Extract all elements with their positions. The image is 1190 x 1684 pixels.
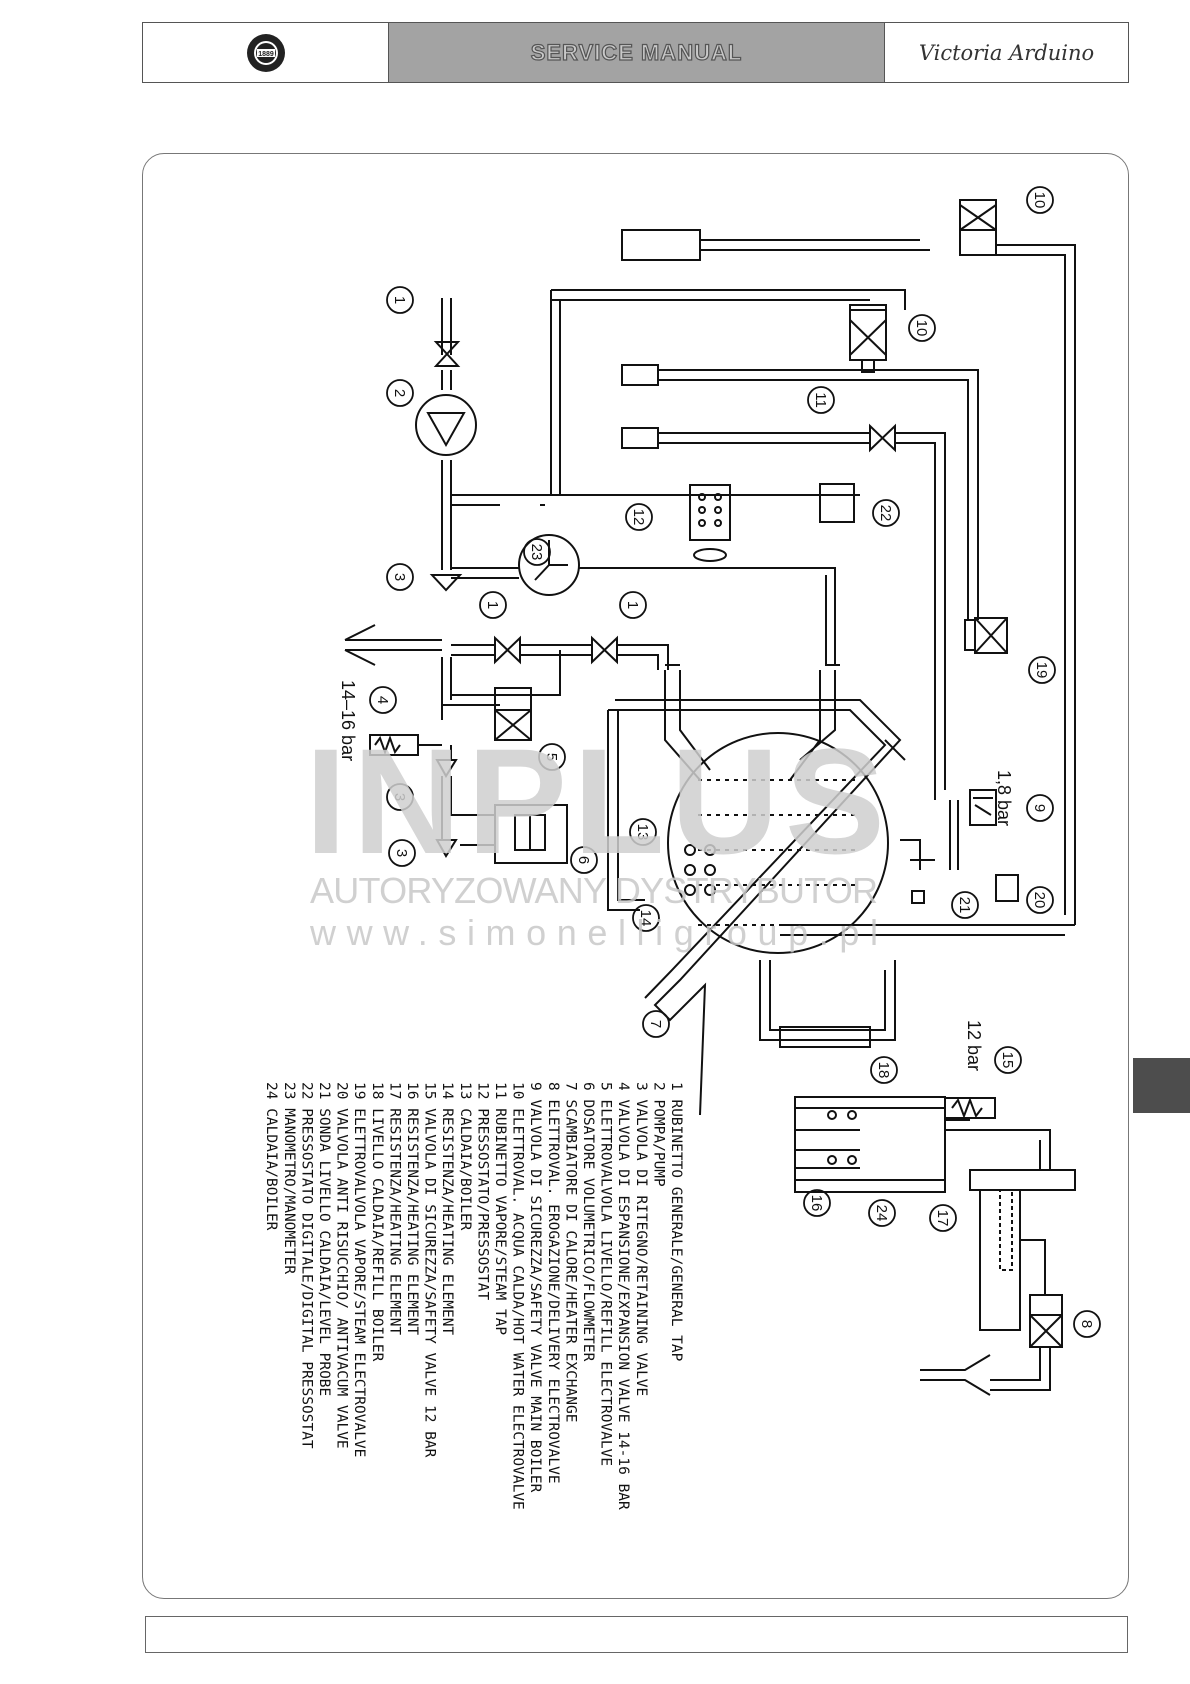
legend-item: 9 VALVOLA DI SICUREZZA/SAFETY VALVE MAIN… [527,1082,543,1493]
level-probe [911,890,925,904]
callout-9: 9 [1031,804,1048,812]
legend-item: 18 LIVELLO CALDAIA/REFILL BOILER [369,1082,385,1362]
legend-item: 3 VALVOLA DI RITEGNO/RETAINING VALVE [633,1082,649,1396]
callout-1b: 1 [484,601,501,609]
callout-10a: 10 [913,320,930,337]
callout-22: 22 [877,505,894,522]
legend-item: 14 RESISTENZA/HEATING ELEMENT [439,1082,455,1335]
inlet-pipe [441,298,452,570]
header-title-cell: SERVICE MANUAL [389,23,884,82]
heat-exchanger [608,699,906,1116]
callout-5: 5 [543,753,560,761]
legend-item: 11 RUBINETTO VAPORE/STEAM TAP [492,1082,508,1335]
legend-item: 23 MANOMETRO/MANOMETER [281,1082,297,1274]
legend-item: 13 CALDAIA/BOILER [457,1082,473,1231]
company-logo: 1889 [143,23,389,82]
pressostat-body [689,484,731,541]
legend-item: 4 VALVOLA DI ESPANSIONE/EXPANSION VALVE … [615,1082,631,1510]
note-1-8-bar: 1,8 bar [994,770,1014,826]
section-tab[interactable] [1133,1058,1190,1113]
callout-18: 18 [875,1062,892,1079]
brand-name: Victoria Arduino [918,40,1095,65]
callout-7: 7 [647,1020,664,1028]
legend-item: 12 PRESSOSTATO/PRESSOSTAT [474,1082,490,1301]
seal-icon: 1889 [246,33,285,72]
flowmeter [494,804,568,864]
legend-item: 5 ELETTROVALVOLA LIVELLO/REFILL ELECTROV… [598,1082,614,1466]
callout-24: 24 [873,1205,890,1222]
legend: 1 RUBINETTO GENERALE/GENERAL TAP 2 POMPA… [263,1082,684,1510]
safety-valve-main [969,789,997,826]
digital-pressostat [819,483,855,523]
callout-21: 21 [956,897,973,914]
legend-item: 16 RESISTENZA/HEATING ELEMENT [404,1082,420,1335]
svg-text:1889: 1889 [258,51,274,58]
callout-8: 8 [1078,1320,1095,1328]
callout-13: 13 [634,824,651,841]
callout-10b: 10 [1031,192,1048,209]
note-14-16-bar: 14–16 bar [338,680,358,761]
legend-item: 17 RESISTENZA/HEATING ELEMENT [386,1082,402,1335]
watermark-line2: www.simonelligroup.pl [309,912,880,953]
water-inlet [344,624,442,666]
tap-valve-a [494,635,521,665]
callout-1c: 1 [624,601,641,609]
legend-item: 6 DOSATORE VOLUMETRICO/FLOWMETER [580,1082,596,1362]
general-tap-valve [433,341,461,367]
diagram-frame [142,153,1129,1599]
watermark-brand: INPLUS [305,717,885,885]
legend-item: 10 ELETTROVAL. ACQUA CALDA/HOT WATER ELE… [510,1082,526,1510]
legend-item: 7 SCAMBIATORE DI CALORE/HEATER EXCHANGE [562,1082,578,1422]
callout-3b: 3 [391,793,408,801]
hot-water-valve [849,304,887,361]
callout-15: 15 [999,1052,1016,1069]
page-footer [145,1616,1128,1653]
legend-item: 20 VALVOLA ANTI RISUCCHIO/ ANTIVACUM VAL… [334,1082,350,1449]
manometer [518,534,580,596]
hot-water-line [551,289,906,310]
note-12-bar: 12 bar [964,1020,984,1071]
antivacuum-valve [995,874,1019,902]
callout-20: 20 [1031,892,1048,909]
group-boiler [794,1096,946,1193]
callout-23: 23 [528,544,545,561]
page-title: SERVICE MANUAL [530,39,743,65]
callout-19: 19 [1033,662,1050,679]
watermark: INPLUS AUTORYZOWANY DYSTRYBUTOR www.simo… [305,717,885,953]
refill-electrovalve [494,687,532,741]
callout-14: 14 [637,910,654,927]
callout-16: 16 [808,1195,825,1212]
callout-2: 2 [391,389,408,397]
main-boiler [667,732,889,954]
watermark-line1: AUTORYZOWANY DYSTRYBUTOR [310,870,880,911]
callout-3c: 3 [393,849,410,857]
callout-6: 6 [575,856,592,864]
callout-12: 12 [630,509,647,526]
steam-tap [869,423,896,453]
brand-logo: Victoria Arduino [884,23,1128,82]
callout-3a: 3 [391,573,408,581]
legend-item: 15 VALVOLA DI SICUREZZA/SAFETY VALVE 12 … [422,1082,438,1458]
legend-item: 8 ELETTROVAL. EROGAZIONE/DELIVERY ELECTR… [545,1082,561,1484]
legend-item: 21 SONDA LIVELLO CALDAIA/LEVEL PROBE [316,1082,332,1396]
legend-item: 22 PRESSOSTATO DIGITALE/DIGITAL PRESSOST… [298,1082,314,1449]
callout-17: 17 [934,1210,951,1227]
page-header: 1889 SERVICE MANUAL Victoria Arduino [142,22,1129,83]
legend-item: 19 ELETTROVALVOLA VAPORE/STEAM ELECTROVA… [351,1082,367,1457]
delivery-electrovalve [1029,1294,1063,1316]
legend-item: 2 POMPA/PUMP [650,1082,666,1187]
callout-4: 4 [374,696,391,704]
pump [415,394,477,456]
callout-labels: 1 2 3 1 1 3 4 5 3 6 13 14 7 12 23 22 11 … [374,192,1095,1329]
legend-item: 24 CALDAIA/BOILER [263,1082,279,1231]
callout-1a: 1 [391,296,408,304]
tap-valve-b [591,635,618,665]
callout-11: 11 [812,392,829,408]
legend-item: 1 RUBINETTO GENERALE/GENERAL TAP [668,1082,684,1362]
group-outlet [920,1354,991,1396]
refill-level-boiler [779,1026,871,1048]
